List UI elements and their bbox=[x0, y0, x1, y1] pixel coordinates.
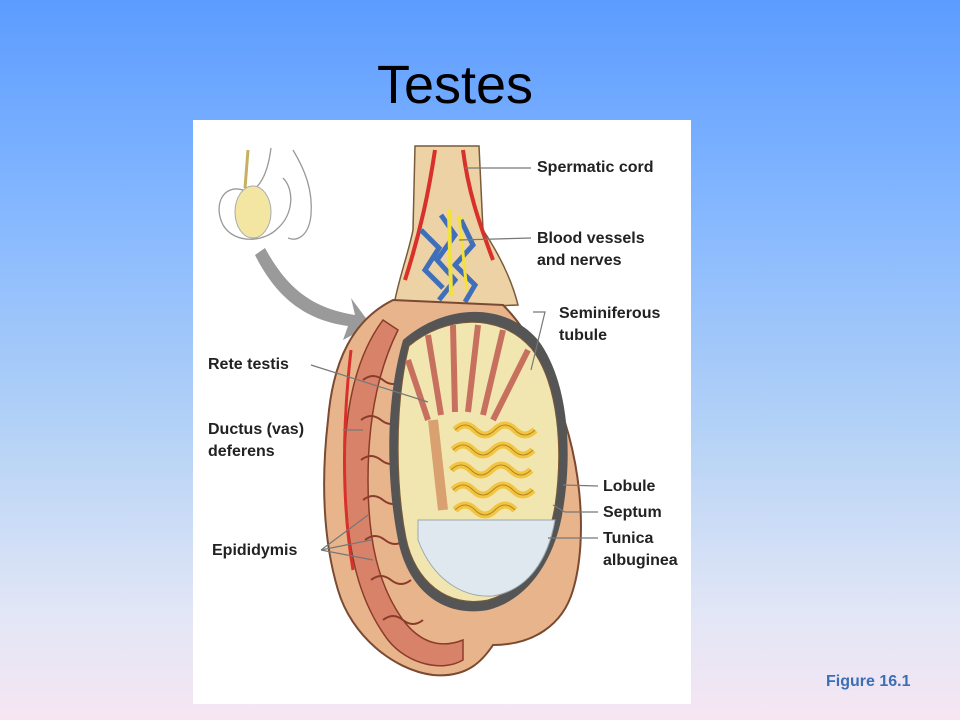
testis-diagram-panel: Spermatic cord Blood vessels and nerves … bbox=[193, 120, 691, 704]
label-tunica-line1: Tunica bbox=[603, 530, 654, 547]
label-ductus-line2: deferens bbox=[208, 443, 275, 460]
label-spermatic-cord: Spermatic cord bbox=[537, 159, 654, 176]
slide-title: Testes bbox=[376, 55, 534, 115]
label-tunica-line2: albuginea bbox=[603, 552, 678, 569]
label-blood-vessels-line2: and nerves bbox=[537, 252, 622, 269]
label-septum: Septum bbox=[603, 504, 662, 521]
label-seminiferous-line1: Seminiferous bbox=[559, 305, 661, 322]
pointer-arrow bbox=[255, 248, 371, 340]
testis-body bbox=[389, 311, 568, 612]
orientation-inset bbox=[218, 147, 312, 240]
label-seminiferous-line2: tubule bbox=[559, 327, 607, 344]
label-epididymis: Epididymis bbox=[212, 542, 298, 559]
testis-illustration bbox=[218, 145, 599, 677]
label-blood-vessels-line1: Blood vessels bbox=[537, 230, 645, 247]
figure-caption: Figure 16.1 bbox=[826, 673, 911, 690]
label-ductus-line1: Ductus (vas) bbox=[208, 421, 305, 438]
leader-lines bbox=[310, 167, 599, 561]
label-rete-testis: Rete testis bbox=[208, 356, 289, 373]
label-lobule: Lobule bbox=[603, 478, 656, 495]
spermatic-cord bbox=[392, 145, 519, 311]
epididymis-coils bbox=[343, 318, 464, 667]
